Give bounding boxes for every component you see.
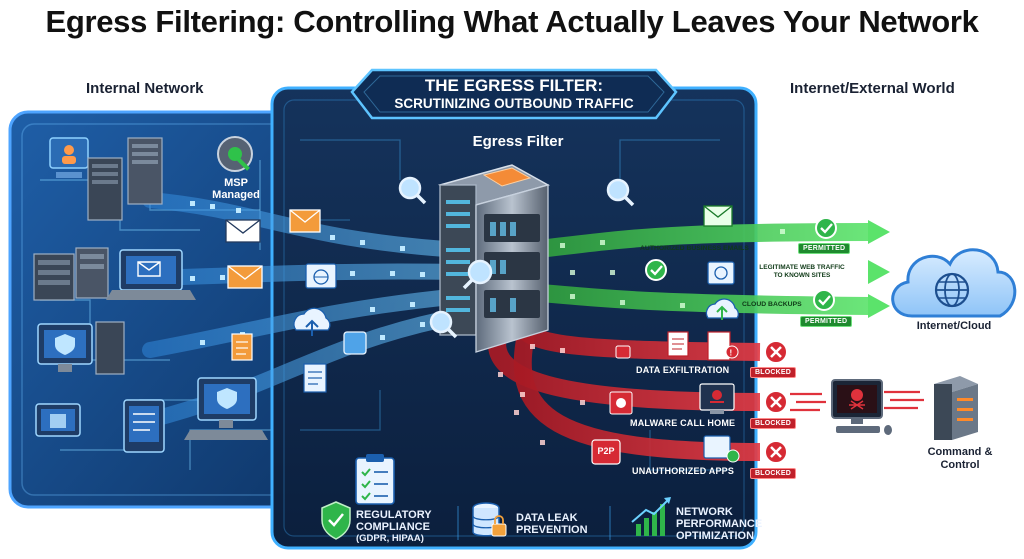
status-badge-permitted: PERMITTED bbox=[798, 243, 851, 254]
egress-filter-label: Egress Filter bbox=[472, 133, 564, 150]
benefit-data-leak-line-2: PREVENTION bbox=[516, 524, 588, 536]
permitted-cloud-icon bbox=[705, 298, 739, 320]
flow-label-unauthorized-apps: UNAUTHORIZED APPS bbox=[632, 466, 735, 476]
permitted-web-icon bbox=[707, 261, 735, 285]
status-badge-blocked: BLOCKED bbox=[750, 468, 797, 479]
outbound-blue-flows bbox=[142, 192, 468, 428]
c2-label: Command & Control bbox=[920, 446, 1000, 472]
clipboard-checklist-icon bbox=[355, 454, 395, 505]
benefit-data-leak-line-1: DATA LEAK bbox=[516, 512, 578, 524]
external-world-label: Internet/External World bbox=[790, 80, 955, 97]
c2-label-line-1: Command & bbox=[927, 446, 993, 458]
user-terminal-icon bbox=[49, 137, 89, 178]
egress-filter-server bbox=[438, 164, 550, 353]
growth-chart-icon bbox=[631, 497, 671, 536]
flow-label-web-traffic-line-1: LEGITIMATE WEB TRAFFIC bbox=[759, 264, 845, 271]
exfil-document-icon: ! bbox=[615, 331, 739, 361]
laptop-icon bbox=[106, 249, 196, 300]
internet-cloud-label: Internet/Cloud bbox=[916, 320, 992, 332]
benefit-compliance-line-3: (GDPR, HIPAA) bbox=[356, 533, 424, 544]
benefit-compliance-line-2: COMPLIANCE bbox=[356, 521, 430, 533]
benefit-data-leak: DATA LEAK PREVENTION bbox=[516, 512, 588, 536]
svg-text:!: ! bbox=[730, 349, 733, 358]
status-badge-permitted: PERMITTED bbox=[800, 316, 853, 327]
c2-monitor-icon bbox=[790, 379, 924, 435]
block-x-icon bbox=[764, 340, 788, 464]
malware-icon bbox=[609, 383, 735, 415]
p2p-tag: P2P bbox=[597, 446, 615, 456]
c2-server-icon bbox=[934, 376, 978, 440]
status-badge-blocked: BLOCKED bbox=[750, 367, 797, 378]
desktop-shield-icon bbox=[37, 321, 125, 375]
benefit-performance-line-1: NETWORK bbox=[676, 506, 733, 518]
document-icon bbox=[231, 333, 327, 393]
flow-label-malware-call-home: MALWARE CALL HOME bbox=[630, 418, 736, 428]
server-tower-icon bbox=[87, 137, 163, 221]
flow-label-authorized-emails: AUTHORIZED BUSINESS EMAILS bbox=[640, 245, 749, 252]
permitted-flows bbox=[529, 205, 890, 320]
benefit-compliance: REGULATORY COMPLIANCE (GDPR, HIPAA) bbox=[356, 509, 432, 545]
database-lock-icon bbox=[472, 502, 507, 537]
email-envelope-orange-icon bbox=[227, 209, 321, 289]
c2-label-line-2: Control bbox=[940, 459, 980, 471]
flow-label-data-exfiltration: DATA EXFILTRATION bbox=[636, 365, 730, 375]
permitted-email-icon bbox=[703, 205, 733, 227]
email-envelope-icon bbox=[225, 219, 261, 243]
blocked-flows: ! bbox=[488, 317, 788, 465]
msp-label-line-1: MSP bbox=[224, 177, 248, 189]
benefit-performance-line-2: PERFORMANCE bbox=[676, 518, 763, 530]
msp-label-line-2: Managed bbox=[212, 189, 260, 201]
monitor-check-icon bbox=[184, 377, 268, 440]
p2p-app-icon bbox=[591, 435, 740, 465]
status-badge-blocked: BLOCKED bbox=[750, 418, 797, 429]
internal-network-label: Internal Network bbox=[86, 80, 204, 97]
msp-label: MSP Managed bbox=[206, 177, 266, 201]
benefit-performance: NETWORK PERFORMANCE OPTIMIZATION bbox=[676, 506, 762, 542]
workstation-icon bbox=[35, 399, 165, 453]
permit-check-icon bbox=[645, 217, 837, 311]
magnifier-icon bbox=[398, 176, 635, 339]
internet-cloud-icon bbox=[891, 248, 1017, 318]
page-title: Egress Filtering: Controlling What Actua… bbox=[45, 4, 979, 39]
benefit-dividers bbox=[457, 506, 611, 540]
banner-line-2: SCRUTINIZING OUTBOUND TRAFFIC bbox=[394, 96, 634, 111]
msp-gear-icon bbox=[217, 136, 253, 172]
flow-label-web-traffic-line-2: TO KNOWN SITES bbox=[773, 272, 831, 279]
flow-label-web-traffic: LEGITIMATE WEB TRAFFIC TO KNOWN SITES bbox=[748, 264, 856, 280]
web-browser-icon bbox=[305, 263, 337, 289]
benefit-performance-line-3: OPTIMIZATION bbox=[676, 530, 755, 542]
flow-label-cloud-backups: CLOUD BACKUPS bbox=[742, 301, 802, 308]
internal-devices bbox=[33, 136, 268, 453]
shield-check-icon bbox=[321, 501, 351, 540]
benefit-compliance-line-1: REGULATORY bbox=[356, 509, 432, 521]
server-rack-icon bbox=[33, 247, 109, 301]
cloud-upload-icon bbox=[293, 307, 367, 355]
banner-line-1: THE EGRESS FILTER: bbox=[424, 76, 604, 95]
